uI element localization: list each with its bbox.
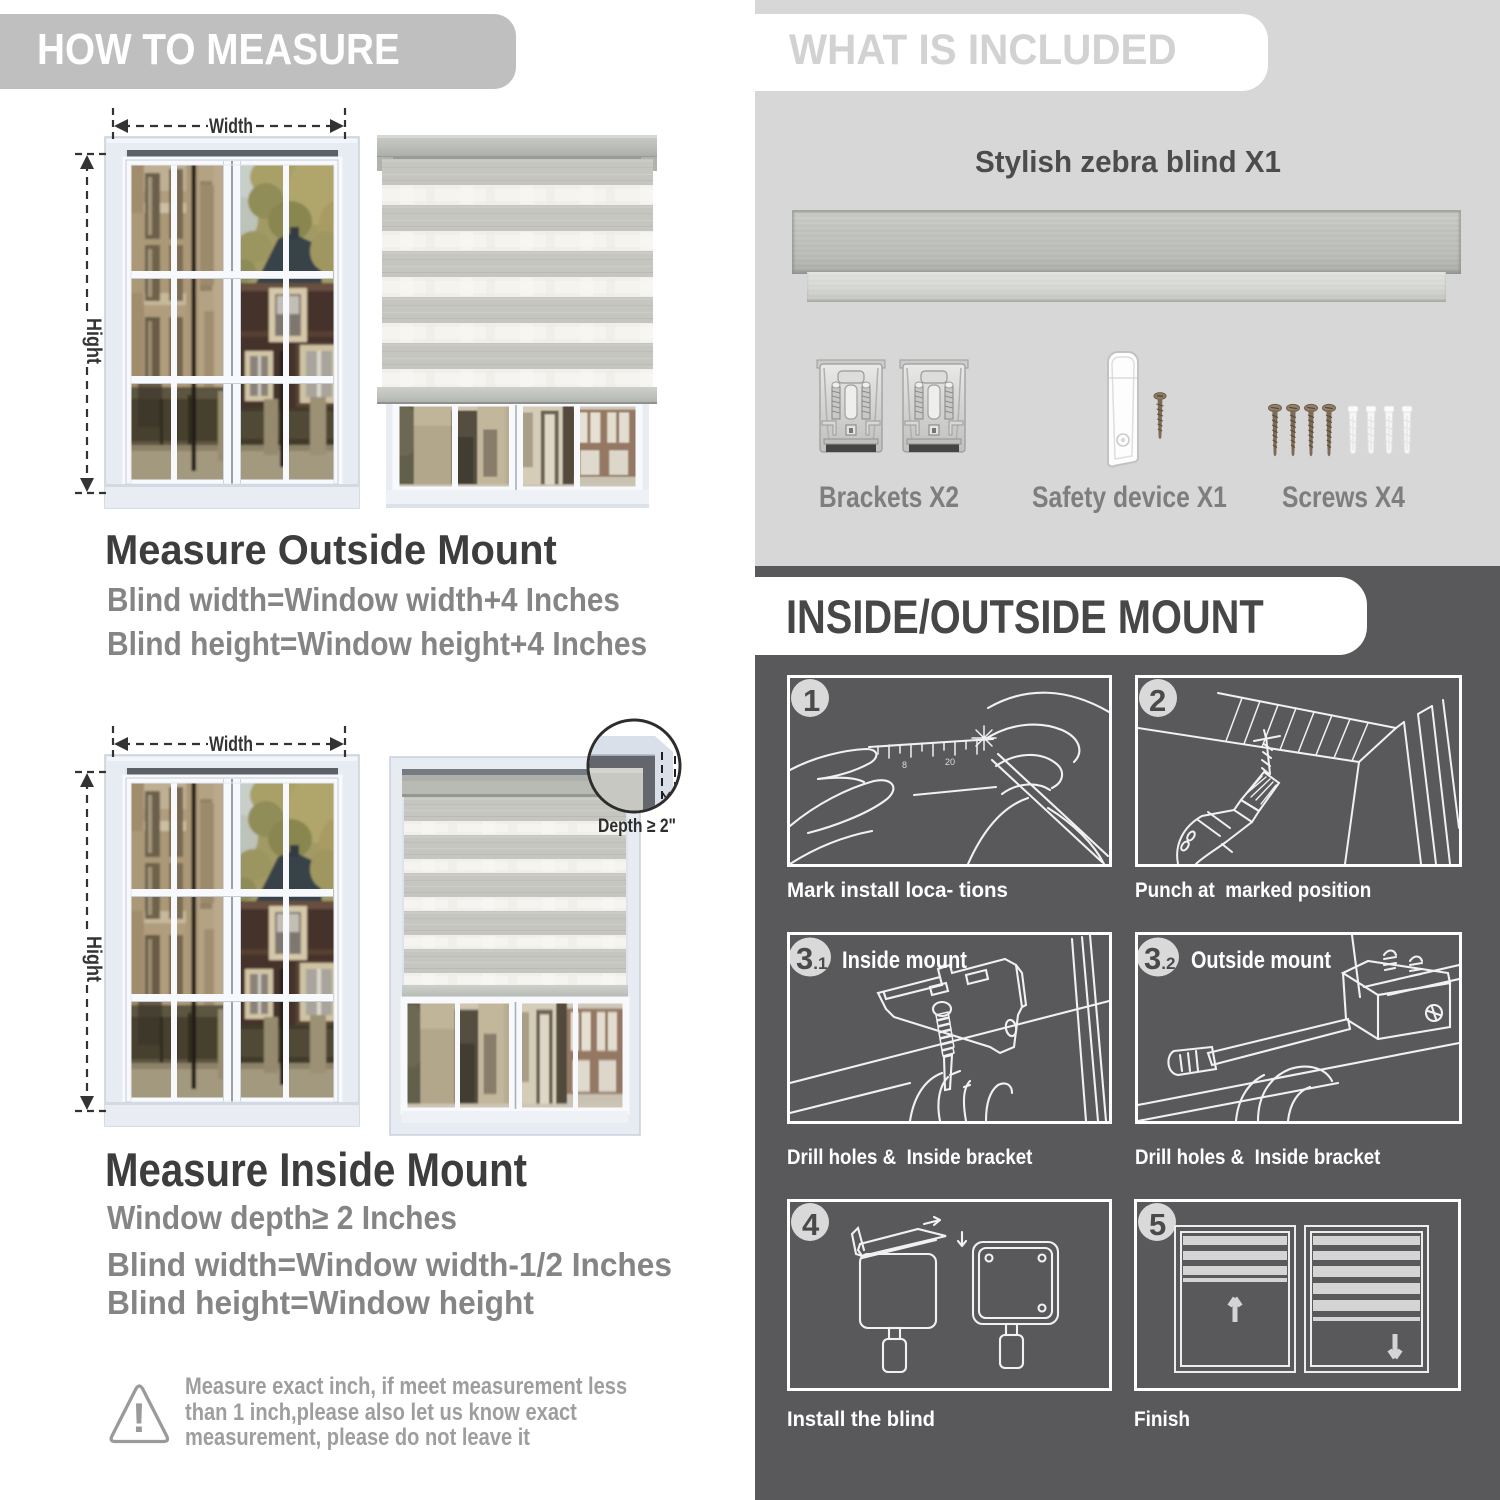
svg-text:Inside mount: Inside mount: [842, 947, 967, 974]
svg-text:3.1: 3.1: [796, 941, 827, 976]
svg-text:5: 5: [1149, 1207, 1166, 1242]
svg-text:Depth ≥ 2": Depth ≥ 2": [598, 816, 676, 837]
svg-text:4: 4: [802, 1207, 820, 1242]
svg-text:Outside mount: Outside mount: [1191, 947, 1331, 974]
svg-text:Hight: Hight: [82, 318, 105, 364]
svg-text:8: 8: [902, 760, 907, 770]
svg-text:Hight: Hight: [82, 936, 105, 982]
svg-text:!: !: [132, 1394, 146, 1441]
svg-text:1: 1: [803, 683, 820, 718]
svg-text:20: 20: [945, 757, 955, 767]
svg-text:2: 2: [1149, 683, 1166, 718]
svg-text:Width: Width: [209, 115, 253, 138]
svg-text:Width: Width: [209, 733, 253, 756]
